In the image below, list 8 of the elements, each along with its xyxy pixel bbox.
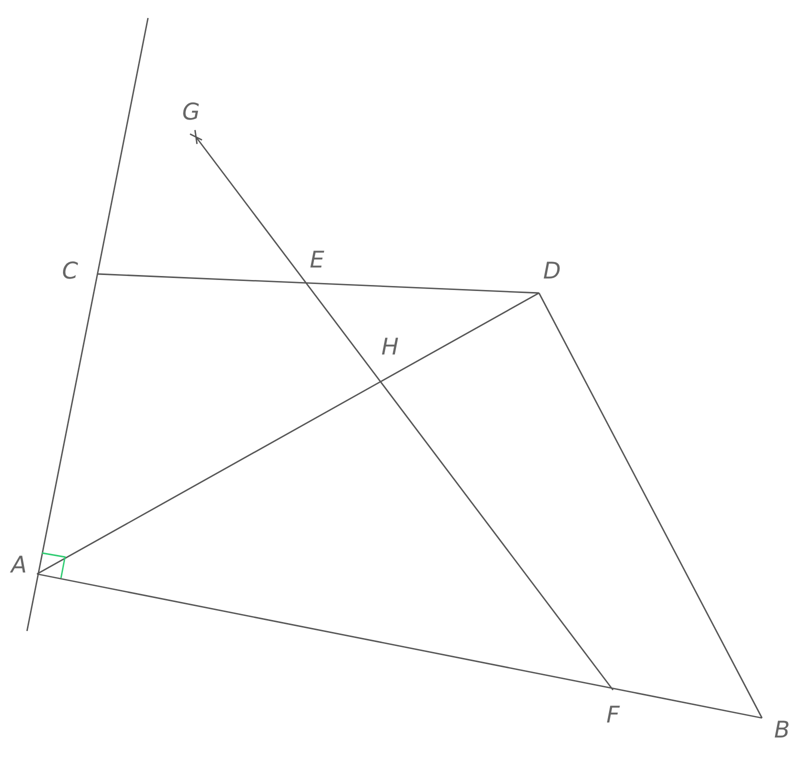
- point-label: B: [774, 720, 790, 742]
- point-label: C: [62, 260, 78, 284]
- point-label: A: [11, 554, 27, 578]
- point-label: D: [543, 260, 561, 284]
- point-label: E: [310, 250, 324, 272]
- point-label: F: [606, 704, 620, 728]
- point-label: G: [182, 102, 200, 124]
- point-label: H: [381, 336, 399, 360]
